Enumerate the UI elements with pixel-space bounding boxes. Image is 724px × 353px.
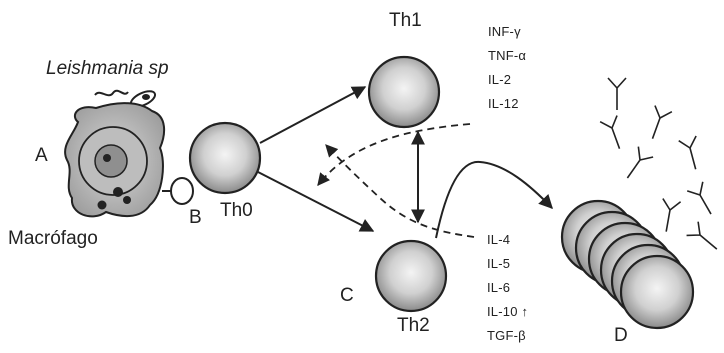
antibody-icon xyxy=(687,222,723,256)
plasma-cell-stack xyxy=(562,201,693,328)
dashed-arrow-il4-to-th1 xyxy=(326,145,474,237)
arrow-th0-to-th2 xyxy=(258,172,373,231)
antibody-icon xyxy=(687,182,719,219)
cytokine-label: IL-2 xyxy=(488,73,526,97)
diagram-title: Leishmania sp xyxy=(46,58,169,80)
antibody-icon xyxy=(608,78,626,110)
th2-cytokine-list: IL-4 IL-5 IL-6 IL-10 ↑ TGF-β xyxy=(487,233,528,353)
cytokine-label: INF-γ xyxy=(488,25,526,49)
antibody-icon xyxy=(657,199,680,234)
dashed-arrow-il12-to-th2 xyxy=(318,124,470,185)
label-th2: Th2 xyxy=(397,315,430,337)
arrow-th0-to-th1 xyxy=(260,87,365,143)
label-d: D xyxy=(614,325,628,347)
antibody-icon xyxy=(600,116,628,152)
cytokine-label: TNF-α xyxy=(488,49,526,73)
antigen-presentation-link xyxy=(162,178,193,204)
label-macrophage: Macrófago xyxy=(8,228,98,250)
label-th1: Th1 xyxy=(389,10,422,32)
mhc-receptor xyxy=(171,178,193,204)
label-a: A xyxy=(35,145,48,167)
th2-cell xyxy=(376,241,446,311)
cytokine-label: IL-5 xyxy=(487,257,528,281)
cytokine-label: IL-6 xyxy=(487,281,528,305)
cytokine-label: IL-4 xyxy=(487,233,528,257)
th1-cell xyxy=(369,57,439,127)
cytokine-label: IL-12 xyxy=(488,97,526,121)
label-c: C xyxy=(340,285,354,307)
macrophage-cell xyxy=(65,103,164,216)
cytokine-label: TGF-β xyxy=(487,329,528,353)
cytokine-label: IL-10 ↑ xyxy=(487,305,528,329)
label-b: B xyxy=(189,207,202,229)
th0-cell xyxy=(190,123,260,193)
label-th0: Th0 xyxy=(220,200,253,222)
arrow-th2-to-b-cells xyxy=(436,162,552,238)
antibody-icon xyxy=(644,106,672,142)
antibody-icon xyxy=(620,147,653,184)
macrophage-nucleus xyxy=(95,145,127,177)
th1-cytokine-list: INF-γ TNF-α IL-2 IL-12 xyxy=(488,25,526,121)
antibody-icon xyxy=(679,136,705,172)
